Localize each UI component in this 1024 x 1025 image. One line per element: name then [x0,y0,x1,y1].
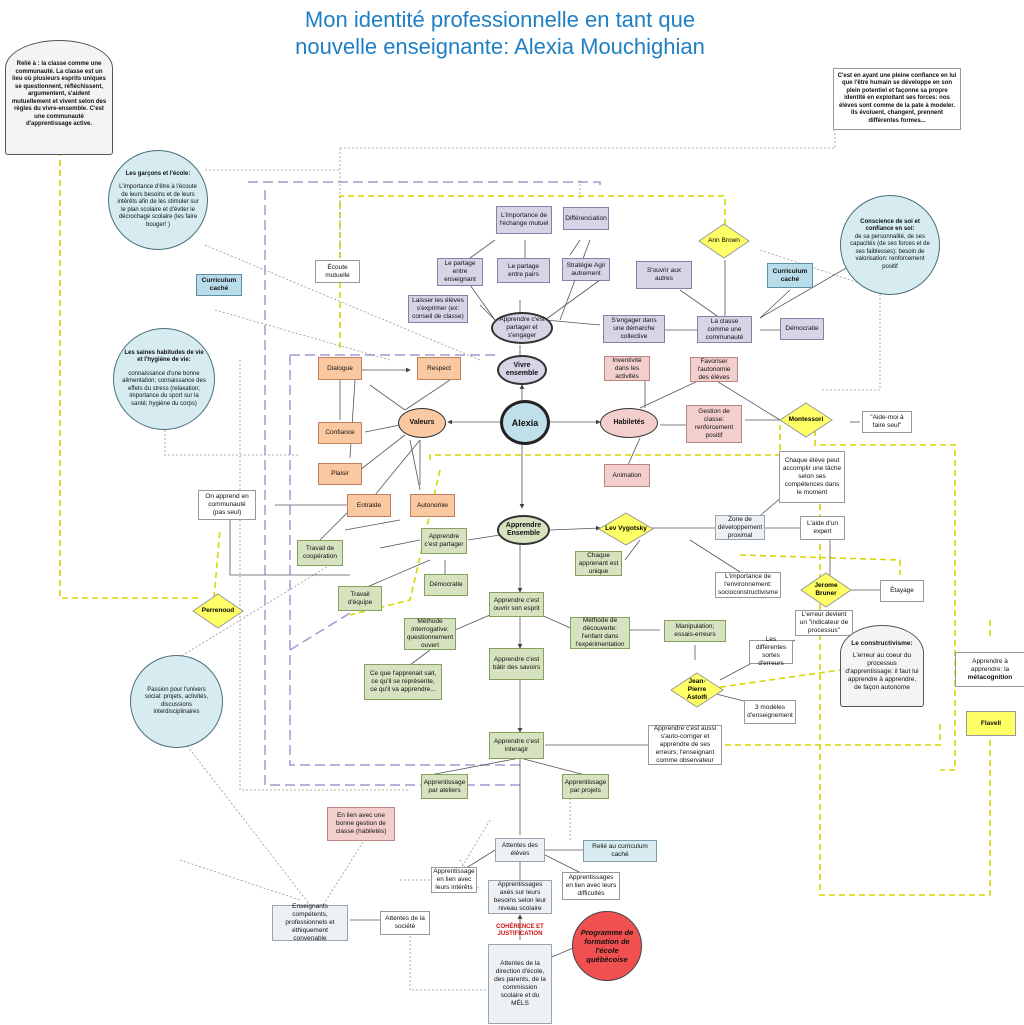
animation-box: Animation [604,464,650,487]
garcons-ecole-circle: Les garçons et l'école: L'importance d'ê… [108,150,208,250]
respect-box: Respect [417,357,461,380]
democratie-box: Démocratie [424,574,468,596]
app-besoins-box: Apprentissages axés sur leurs besoins se… [488,880,552,914]
perrenoud-label: Perrenoud [201,607,235,614]
valeurs-ellipse: Valeurs [398,408,446,438]
apprentissage-projets-box: Apprentissage par projets [562,774,609,799]
map-title: Mon identité professionnelle en tant que… [0,6,1000,60]
favoriser-autonomie-box: Favoriser l'autonomie des élèves [690,357,738,382]
attentes-societe-box: Attentes de la société [380,911,430,935]
ecoute-mutuelle-box: Écoute mutuelle [315,260,360,283]
metacognition-box: Apprendre à apprendre: la métacognition [955,652,1024,687]
laisser-eleves-box: Laisser les élèves s'exprimer (ex: conse… [408,295,468,323]
etayage-box: Étayage [880,580,924,602]
auto-corriger-box: Apprendre c'est aussi s'auto-corriger et… [648,725,722,765]
ann-brown-diamond: Ann Brown [698,223,750,259]
manipulation-box: Manipulation; essais-erreurs [664,620,726,642]
vivre-ensemble-ellipse: Vivre ensemble [497,355,547,385]
partage-pairs-box: Le partage entre pairs [497,258,550,283]
differentes-erreurs-box: Les différentes sortes d'erreurs [749,636,793,667]
entraide-box: Entraide [347,494,391,517]
apprendre-partager-box: Apprendre c'est partager [421,528,467,554]
chaque-eleve-box: Chaque élève peut accomplir une tâche se… [779,451,845,503]
partage-enseignant-box: Le partage entre enseignant [437,258,483,286]
confiance-box: Confiance [318,422,362,444]
engager-demarche-box: S'engager dans une démarche collective [603,315,665,343]
alexia-ellipse: Alexia [500,400,550,445]
zone-dev-box: Zone de développement proximal [715,515,765,540]
differenciation-box: Différenciation [563,207,609,230]
diamond-shape [779,402,833,438]
democratie-top-box: Démocratie [780,318,824,340]
title-line-2: nouvelle enseignante: Alexia Mouchighian [295,34,705,59]
diamond-shape [670,672,724,708]
plaisir-box: Plaisir [318,463,362,485]
montessori-diamond: Montessori [779,402,833,438]
strategie-agir-box: Stratégie Agir autrement [562,258,610,281]
travail-cooperation-box: Travail de coopération [297,540,343,566]
apprentissage-ateliers-box: Apprentissage par ateliers [421,774,468,799]
curriculum-cache-left: Curriculum caché [196,274,242,296]
travail-equipe-box: Travail d'équipe [338,586,382,611]
aide-expert-box: L'aide d'un expert [800,516,845,540]
importance-environnement-box: L'importance de l'environnement: socioco… [715,572,781,598]
enseignants-competents-box: Enseignants compétents, professionnels e… [272,903,348,942]
methode-decouverte-box: Méthode de découverte: l'enfant dans l'e… [570,617,630,649]
ouvrir-esprit-box: Apprendre c'est ouvrir son esprit [489,592,544,617]
gestion-classe-box: Gestion de classe: renforcement positif [686,405,742,443]
conscience-soi-circle: Conscience de soi et confiance en soi: d… [840,195,940,295]
relie-curriculum-box: Relié au curriculum caché [583,840,657,862]
attentes-direction-box: Attentes de la direction d'école, des pa… [488,944,552,1024]
jerome-bruner-label: Jerome Bruner [814,582,838,597]
diamond-shape [192,593,244,629]
jean-pierre-astolfi-diamond: Jean-Pierre Astolfi [670,672,724,708]
ce-que-apprenait-box: Ce que l'apprenait sait, ce qu'il se rep… [364,664,442,700]
solid-links [229,239,880,961]
montessori-label: Montessori [788,416,824,423]
autonomie-box: Autonomie [410,494,455,517]
trois-modeles-box: 3 modèles d'enseignement [744,700,796,724]
app-interets-box: Apprentissage en lien avec leurs intérêt… [431,867,477,893]
programme-circle: Programme de formation de l'école québéc… [572,911,642,981]
attentes-eleves-box: Attentes des élèves [495,838,545,862]
curriculum-cache-right: Curriculum caché [767,263,813,288]
lien-gestion-box: En lien avec une bonne gestion de classe… [327,807,395,841]
apprendre-ensemble-ellipse: Apprendre Ensemble [497,515,550,545]
dialogue-box: Dialogue [318,357,362,380]
aide-moi-box: "Aide-moi à faire seul" [862,411,912,433]
confiance-note: C'est en ayant une pleine confiance en l… [833,68,961,130]
diamond-shape [698,223,750,259]
coherence-label: COHÉRENCE ET JUSTIFICATION [496,923,544,938]
app-difficultes-box: Apprentissages en lien avec leurs diffic… [562,872,620,900]
classe-communaute-box: La classe comme une communauté [697,316,752,343]
lev-vygotsky-label: Lev Vygotsky [605,525,647,532]
apprendre-partager-engager-ellipse: Apprendre c'est partager et s'engager [491,312,553,344]
ouvrir-autres-box: S'ouvrir aux autres [636,261,692,289]
saines-habitudes-circle: Les saines habitudes de vie et l'hygiène… [113,328,215,430]
methode-interrogative-box: Méthode interrogative: questionnement ou… [404,618,456,650]
inventivite-box: Inventivité dans les activités [604,356,650,381]
erreur-indicateur-box: L'erreur devient un "indicateur de proce… [795,610,853,636]
jerome-bruner-diamond: Jerome Bruner [800,572,852,608]
passion-univers-circle: Passion pour l'univers social: projets, … [130,655,223,748]
title-line-1: Mon identité professionnelle en tant que [304,7,696,32]
diamond-shape [598,512,654,546]
lev-vygotsky-diamond: Lev Vygotsky [598,512,654,546]
chaque-apprenant-box: Chaque apprenant est unique [575,551,622,576]
on-apprend-box: On apprend en communauté (pas seul) [198,490,256,520]
habiletes-ellipse: Habiletés [600,408,658,438]
jean-pierre-label: Jean-Pierre Astolfi [686,678,708,701]
ann-brown-label: Ann Brown [708,237,740,244]
apprendre-interagir-box: Apprendre c'est interagir [489,732,544,759]
importance-echange-box: L'importance de l'échange mutuel [496,206,552,234]
constructivisme-tomb: Le constructivisme: L'erreur au coeur du… [840,625,924,707]
batir-savoirs-box: Apprendre c'est bâtir des savoirs [489,648,544,680]
relie-classe-note: Relié à : la classe comme une communauté… [5,40,113,155]
flavell-box: Flavell [966,711,1016,736]
perrenoud-diamond: Perrenoud [192,593,244,629]
diamond-shape [800,572,852,608]
